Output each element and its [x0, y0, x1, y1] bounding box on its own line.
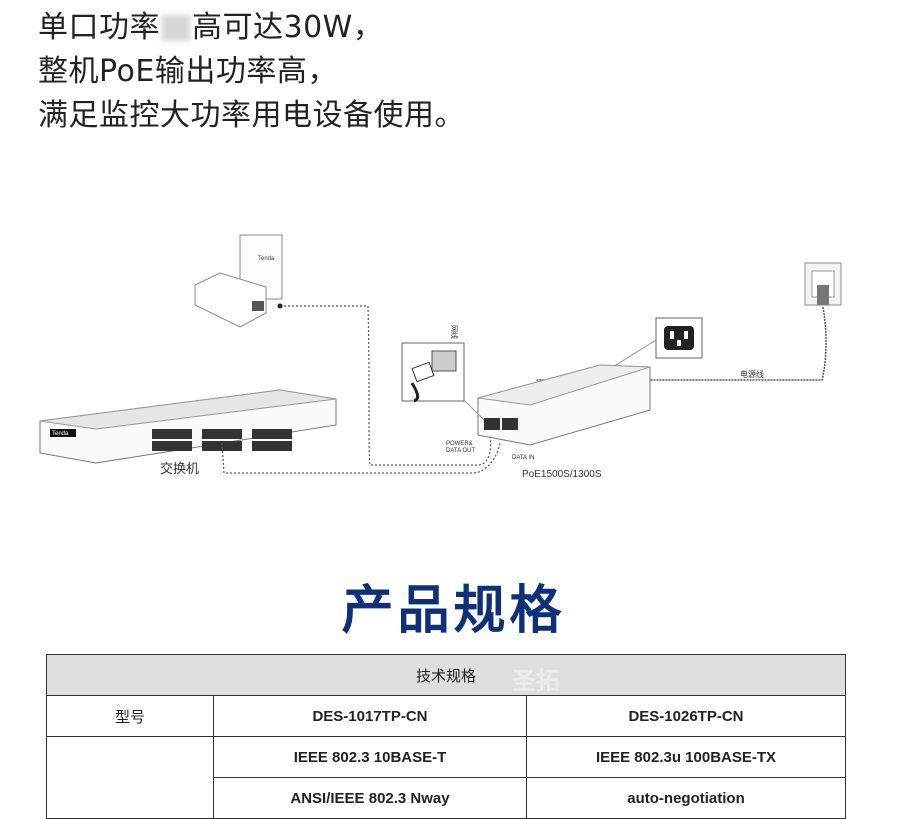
camera-brand: Tenda: [258, 256, 275, 262]
table-header-label: 技术规格: [415, 667, 476, 685]
table-row: IEEE 802.3 10BASE-T IEEE 802.3u 100BASE-…: [46, 736, 846, 819]
intro-line-1-end: 高可达30W，: [192, 10, 384, 45]
table-header-row: 技术规格 圣拓: [46, 654, 846, 696]
intro-line-1: 单口功率高可达30W，: [38, 6, 738, 50]
camera-cable: [280, 305, 492, 466]
switch-brand: Tenda: [52, 431, 69, 437]
watermark: 圣拓: [512, 668, 560, 695]
cell-model-2: DES-1026TP-CN: [526, 695, 846, 737]
intro-line-1-start: 单口功率: [38, 10, 160, 45]
ip-camera: [194, 234, 283, 328]
intro-line-3: 满足监控大功率用电设备使用。: [38, 98, 465, 133]
switch-cable: [221, 442, 501, 474]
connection-diagram: 电源线 PoE1500S/1300S POWER& DATA OUT DATA …: [39, 234, 842, 480]
ethernet-switch: [39, 389, 337, 464]
section-title: 产品规格: [341, 581, 566, 641]
row-label: 型号: [46, 695, 214, 737]
spec-table: 技术规格 圣拓 型号 DES-1017TP-CN DES-1026TP-CN I…: [46, 654, 846, 819]
data-in-label: DATA IN: [512, 455, 534, 461]
port-label-top: POWER&: [446, 441, 473, 447]
port-label-bottom: DATA OUT: [446, 448, 475, 454]
power-cable: [536, 306, 827, 381]
switch-label: 交换机: [160, 461, 199, 476]
network-label: 网线: [450, 325, 459, 339]
intro-line-2: 整机PoE输出功率高，: [38, 54, 338, 89]
cell-standard-1: IEEE 802.3 10BASE-T: [213, 736, 527, 778]
table-header: 技术规格 圣拓: [46, 654, 846, 696]
blurred-text: [162, 15, 190, 41]
ac-socket-callout: [599, 317, 703, 376]
cell-standard-4: auto-negotiation: [526, 777, 846, 819]
cell-model-1: DES-1017TP-CN: [213, 695, 527, 737]
table-row: 型号 DES-1017TP-CN DES-1026TP-CN: [46, 695, 846, 737]
row-label: [46, 736, 214, 819]
injector-label: PoE1500S/1300S: [522, 469, 602, 480]
cell-standard-3: ANSI/IEEE 802.3 Nway: [213, 777, 527, 819]
wall-outlet: [804, 262, 842, 306]
cell-standard-2: IEEE 802.3u 100BASE-TX: [526, 736, 846, 778]
network-plug-callout: [401, 342, 485, 421]
poe-injector: [477, 364, 651, 446]
intro-text: 单口功率高可达30W， 整机PoE输出功率高， 满足监控大功率用电设备使用。: [38, 6, 738, 138]
power-cable-label: 电源线: [740, 369, 764, 379]
